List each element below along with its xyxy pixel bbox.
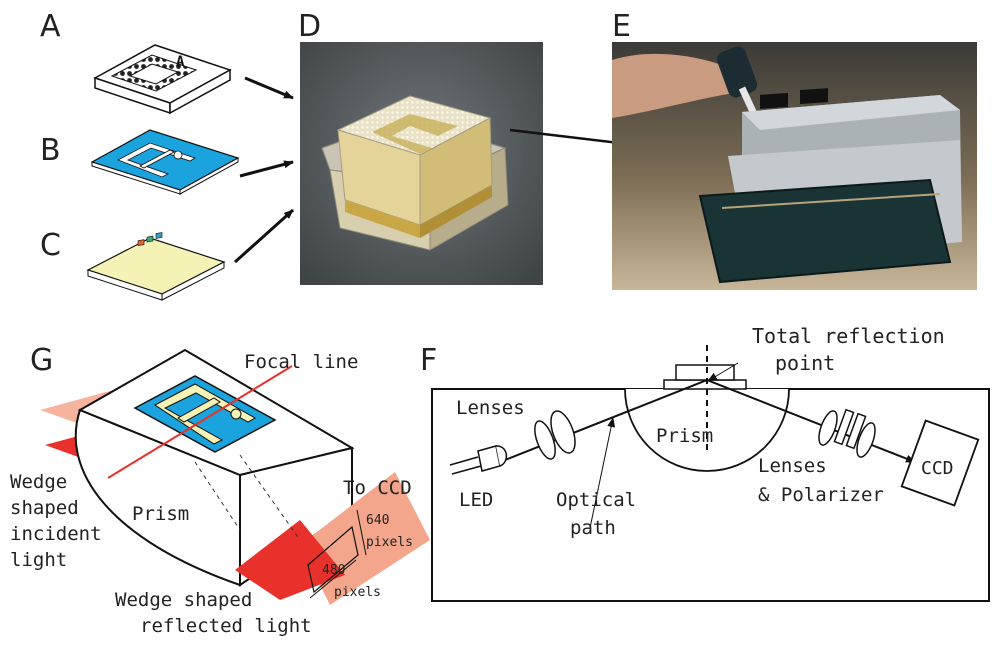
label-prism-g: Prism [132,503,189,525]
pixels-480-dimension [309,559,357,599]
label-480: 480 [322,563,345,578]
label-wedge-reflected-1: Wedge shaped [115,589,252,611]
panel-d-photo-assembled-chip [300,42,543,285]
panel-label-g: G [30,343,53,378]
label-total-reflection: Total reflection [752,324,945,348]
panel-label-f: F [420,343,437,378]
label-total-reflection-point: point [775,351,835,375]
ccd-detector-box [900,419,980,507]
panel-label-e: E [612,9,631,44]
panel-a-chip-illustration: A [93,44,232,115]
label-wedge-incident-1: Wedge [10,471,67,493]
optical-path-reflected [706,379,916,463]
label-wedge-incident-3: incident [10,523,102,545]
panel-c-substrate-chip [86,232,226,301]
label-led: LED [459,489,493,511]
label-wedge-incident-4: light [10,549,67,571]
exit-lenses-polarizer [818,408,876,458]
panel-label-d: D [298,9,321,44]
entrance-lenses [534,410,576,460]
prism-body [74,408,241,587]
label-optical-path: path [570,517,616,539]
panel-g-prism-illustration [40,348,430,605]
panel-e-photo-instrument [612,42,977,290]
arrow-b-to-d [239,160,294,178]
label-wedge-reflected-2: reflected light [140,615,312,637]
label-polarizer: & Polarizer [758,484,884,506]
panel-label-a: A [40,9,61,44]
label-640-pixels: pixels [366,535,413,550]
label-lenses-right: Lenses [758,455,827,477]
label-optical: Optical [556,489,636,511]
panel-f-optical-schematic [431,345,990,602]
arrow-a-to-d [244,76,294,100]
arrow-c-to-d [233,208,295,264]
prism-semicircle [624,388,790,472]
panel-label-c: C [40,228,61,263]
led-icon [449,445,508,475]
sensor-chip-on-prism [133,375,277,453]
label-wedge-incident-2: shaped [10,497,79,519]
chip-letter: A [176,54,185,70]
label-prism-f: Prism [656,425,713,447]
ccd-frame [307,525,359,594]
label-focal-line: Focal line [244,351,358,373]
label-lenses-left: Lenses [456,397,525,419]
label-to-ccd: To CCD [343,477,412,499]
reflected-light-wedge-red [235,520,345,600]
focal-line [107,365,293,479]
panel-label-b: B [40,133,61,168]
panel-b-sensor-chip [90,129,240,195]
pixels-640-dimension [356,509,367,556]
optical-path-incident [499,379,708,463]
label-480-pixels: pixels [334,585,381,600]
label-ccd: CCD [921,458,954,479]
label-640: 640 [366,513,389,528]
